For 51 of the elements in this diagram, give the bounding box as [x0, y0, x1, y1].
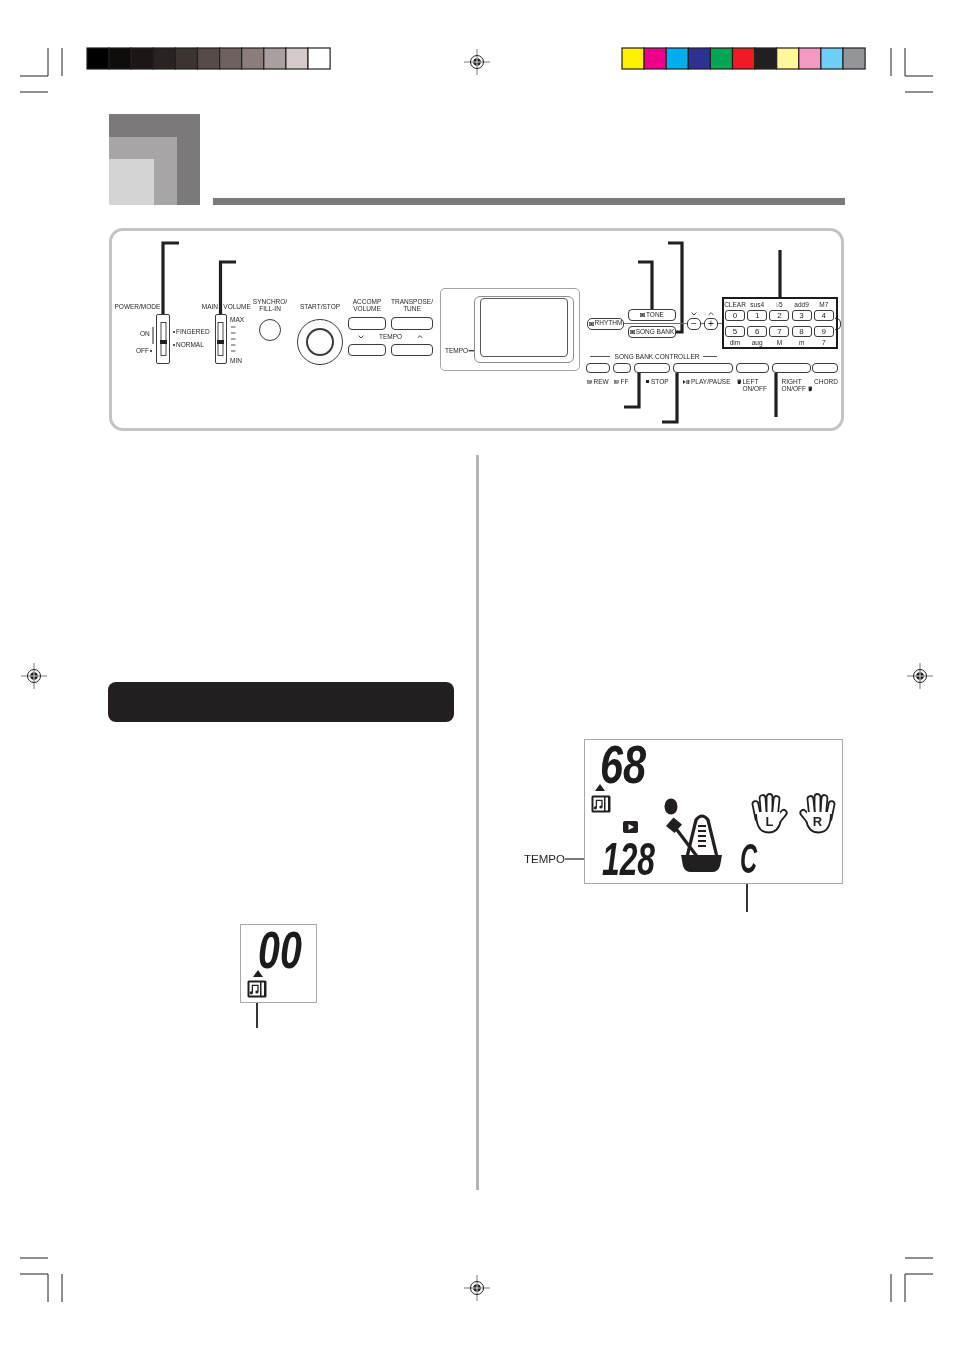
- leader-line: [778, 250, 782, 297]
- leader-line: [668, 241, 684, 334]
- number-key: 7: [769, 326, 790, 337]
- controller-button: [634, 363, 670, 373]
- panel-button: [348, 317, 386, 330]
- music-note-icon: [246, 979, 267, 998]
- controller-button: [736, 363, 769, 373]
- minus-button: −: [687, 317, 701, 330]
- segment-digits: 00: [257, 931, 302, 968]
- leader-line: [161, 241, 179, 314]
- number-key: 2: [769, 310, 790, 321]
- tempo-label: TEMPO: [524, 852, 565, 866]
- lcd-window: [474, 296, 574, 363]
- display-bezel: [440, 288, 580, 371]
- start-stop-button: [297, 319, 343, 365]
- number-key: 8: [791, 326, 812, 337]
- number-key: 4: [813, 310, 834, 321]
- round-button: [259, 319, 281, 341]
- panel-button: [348, 344, 386, 356]
- number-key: 5: [725, 326, 745, 337]
- leader-line: [624, 373, 641, 409]
- heading-bar: [108, 682, 454, 722]
- leader-line: [700, 322, 705, 325]
- controller-button: [586, 363, 610, 373]
- lcd-display: [240, 924, 317, 1003]
- leader-line: [564, 858, 585, 860]
- leader-line: [662, 373, 679, 424]
- number-key: 9: [813, 326, 834, 337]
- hand-letter: L: [765, 814, 774, 830]
- segment-digits: 128: [601, 842, 655, 875]
- number-key: 0: [725, 310, 745, 321]
- leader-line: [717, 322, 723, 325]
- controller-button: [812, 363, 838, 373]
- controller-button: [772, 363, 811, 373]
- leader-line: [218, 260, 236, 314]
- hand-letter: R: [812, 814, 823, 830]
- number-key: 3: [791, 310, 812, 321]
- leader-line: [467, 350, 475, 352]
- controller-button: [673, 363, 733, 373]
- chord-readout: C: [739, 842, 757, 873]
- control-panel: [109, 228, 844, 431]
- leader-line: [774, 373, 778, 417]
- leader-line: [638, 260, 654, 309]
- segment-digits: 68: [599, 745, 646, 783]
- number-keypad: [722, 297, 838, 349]
- number-key: 1: [747, 310, 768, 321]
- controller-button: [613, 363, 631, 373]
- panel-button: [391, 317, 433, 330]
- plus-button: +: [704, 317, 718, 330]
- panel-button: [391, 344, 433, 356]
- number-key: 6: [747, 326, 768, 337]
